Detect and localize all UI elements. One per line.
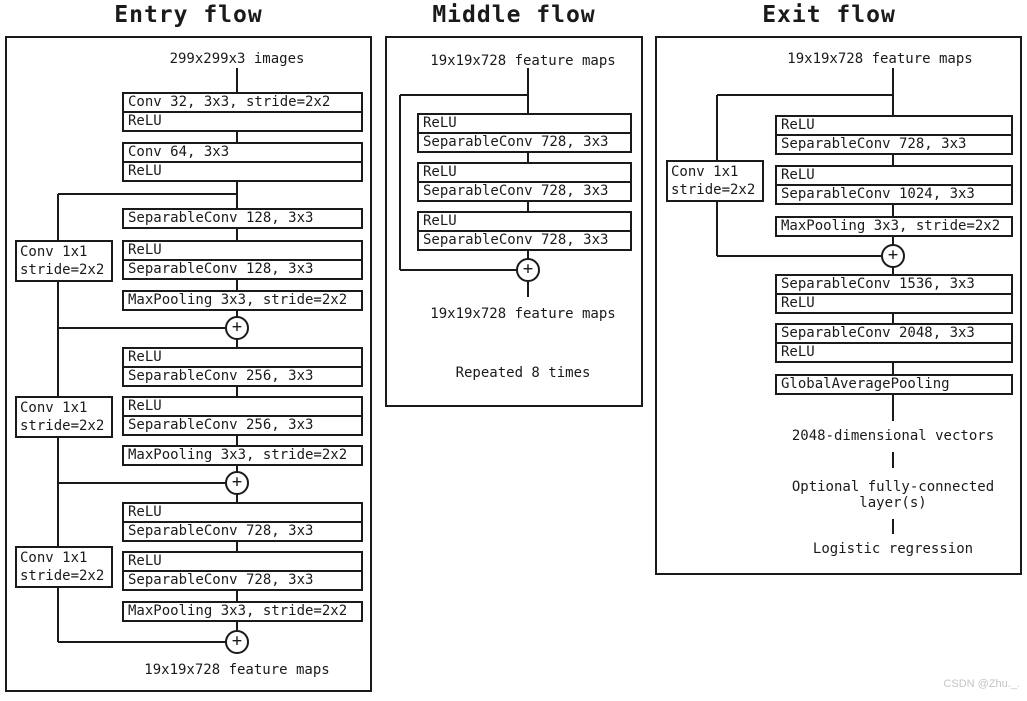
merge-plus-icon: + — [516, 258, 540, 282]
middle-sepconv3-box: ReLU SeparableConv 728, 3x3 — [417, 211, 632, 251]
layer-row: SeparableConv 128, 3x3 — [124, 259, 361, 278]
layer-row: SeparableConv 728, 3x3 — [124, 570, 361, 589]
exit-sepconv2-box: ReLU SeparableConv 1024, 3x3 — [775, 165, 1013, 205]
entry-input-label: 299x299x3 images — [169, 51, 305, 67]
layer-row: Conv 32, 3x3, stride=2x2 — [128, 94, 331, 110]
middle-flow-panel — [385, 36, 643, 407]
layer-row: MaxPooling 3x3, stride=2x2 — [128, 292, 348, 308]
middle-sepconv1-box: ReLU SeparableConv 728, 3x3 — [417, 113, 632, 153]
layer-row: ReLU — [124, 111, 361, 130]
layer-row: ReLU — [777, 342, 1011, 361]
exit-fc-label: Optional fully-connected layer(s) — [743, 479, 1027, 511]
entry-flow-panel — [5, 36, 372, 692]
layer-row: Conv 1x1 — [20, 244, 88, 260]
exit-input-label: 19x19x728 feature maps — [787, 51, 973, 67]
middle-output-label: 19x19x728 feature maps — [430, 306, 616, 322]
exit-sepconv3-box: SeparableConv 1536, 3x3 ReLU — [775, 274, 1013, 314]
layer-row: stride=2x2 — [671, 182, 756, 198]
middle-input-label: 19x19x728 feature maps — [430, 53, 616, 69]
watermark-text: CSDN @Zhu._. — [943, 678, 1020, 690]
layer-row: MaxPooling 3x3, stride=2x2 — [128, 603, 348, 619]
exit-output-label: Logistic regression — [812, 541, 974, 557]
layer-row: ReLU — [781, 167, 815, 183]
entry-conv1-box: Conv 32, 3x3, stride=2x2 ReLU — [122, 92, 363, 132]
layer-row: GlobalAveragePooling — [781, 376, 950, 392]
layer-row: Conv 1x1 — [20, 550, 88, 566]
layer-row: ReLU — [124, 161, 361, 180]
layer-row: Conv 1x1 — [671, 164, 739, 180]
layer-row: SeparableConv 1536, 3x3 — [781, 276, 975, 292]
layer-row: SeparableConv 128, 3x3 — [128, 210, 314, 226]
layer-row: stride=2x2 — [20, 262, 105, 278]
entry-block1-maxpool-box: MaxPooling 3x3, stride=2x2 — [122, 290, 363, 311]
exit-fc-label-line2: layer(s) — [859, 495, 927, 511]
layer-row: SeparableConv 256, 3x3 — [124, 366, 361, 385]
entry-block2-sepconv2-box: ReLU SeparableConv 256, 3x3 — [122, 396, 363, 436]
layer-row: ReLU — [128, 242, 162, 258]
layer-row: SeparableConv 2048, 3x3 — [781, 325, 975, 341]
entry-block1-sepconv2-box: ReLU SeparableConv 128, 3x3 — [122, 240, 363, 280]
layer-row: SeparableConv 728, 3x3 — [419, 230, 630, 249]
merge-plus-icon: + — [881, 244, 905, 268]
plus-glyph: + — [231, 472, 243, 492]
entry-block3-sepconv1-box: ReLU SeparableConv 728, 3x3 — [122, 502, 363, 542]
entry-block3-sepconv2-box: ReLU SeparableConv 728, 3x3 — [122, 551, 363, 591]
middle-flow-title: Middle flow — [432, 2, 596, 28]
layer-row: MaxPooling 3x3, stride=2x2 — [128, 447, 348, 463]
layer-row: ReLU — [128, 398, 162, 414]
merge-plus-icon: + — [225, 316, 249, 340]
exit-sepconv1-box: ReLU SeparableConv 728, 3x3 — [775, 115, 1013, 155]
layer-row: SeparableConv 1024, 3x3 — [777, 184, 1011, 203]
layer-row: ReLU — [423, 213, 457, 229]
plus-glyph: + — [887, 245, 899, 265]
layer-row: MaxPooling 3x3, stride=2x2 — [781, 218, 1001, 234]
layer-row: ReLU — [777, 293, 1011, 312]
middle-repeat-note: Repeated 8 times — [455, 365, 591, 381]
exit-globalavgpool-box: GlobalAveragePooling — [775, 374, 1013, 395]
entry-block2-maxpool-box: MaxPooling 3x3, stride=2x2 — [122, 445, 363, 466]
layer-row: ReLU — [423, 115, 457, 131]
exit-vectors-label: 2048-dimensional vectors — [791, 428, 995, 444]
layer-row: ReLU — [128, 504, 162, 520]
exit-skip-conv-box: Conv 1x1 stride=2x2 — [666, 160, 764, 202]
layer-row: ReLU — [423, 164, 457, 180]
entry-block1-skip-conv-box: Conv 1x1 stride=2x2 — [15, 240, 113, 282]
middle-sepconv2-box: ReLU SeparableConv 728, 3x3 — [417, 162, 632, 202]
entry-block2-sepconv1-box: ReLU SeparableConv 256, 3x3 — [122, 347, 363, 387]
entry-block3-skip-conv-box: Conv 1x1 stride=2x2 — [15, 546, 113, 588]
plus-glyph: + — [231, 631, 243, 651]
layer-row: stride=2x2 — [20, 568, 105, 584]
exit-sepconv4-box: SeparableConv 2048, 3x3 ReLU — [775, 323, 1013, 363]
layer-row: SeparableConv 728, 3x3 — [419, 132, 630, 151]
merge-plus-icon: + — [225, 630, 249, 654]
plus-glyph: + — [522, 259, 534, 279]
exit-flow-title: Exit flow — [762, 2, 896, 28]
entry-block2-skip-conv-box: Conv 1x1 stride=2x2 — [15, 396, 113, 438]
exit-flow-panel — [655, 36, 1022, 575]
layer-row: Conv 1x1 — [20, 400, 88, 416]
entry-block1-sepconv1-box: SeparableConv 128, 3x3 — [122, 208, 363, 229]
layer-row: SeparableConv 256, 3x3 — [124, 415, 361, 434]
entry-output-label: 19x19x728 feature maps — [144, 662, 330, 678]
entry-block3-maxpool-box: MaxPooling 3x3, stride=2x2 — [122, 601, 363, 622]
layer-row: ReLU — [128, 553, 162, 569]
plus-glyph: + — [231, 317, 243, 337]
layer-row: ReLU — [781, 117, 815, 133]
entry-flow-title: Entry flow — [114, 2, 263, 28]
layer-row: stride=2x2 — [20, 418, 105, 434]
entry-conv2-box: Conv 64, 3x3 ReLU — [122, 142, 363, 182]
layer-row: Conv 64, 3x3 — [128, 144, 230, 160]
layer-row: SeparableConv 728, 3x3 — [777, 134, 1011, 153]
exit-fc-label-line1: Optional fully-connected — [791, 479, 995, 495]
layer-row: ReLU — [128, 349, 162, 365]
exit-maxpool-box: MaxPooling 3x3, stride=2x2 — [775, 216, 1013, 237]
layer-row: SeparableConv 728, 3x3 — [419, 181, 630, 200]
layer-row: SeparableConv 728, 3x3 — [124, 521, 361, 540]
merge-plus-icon: + — [225, 471, 249, 495]
